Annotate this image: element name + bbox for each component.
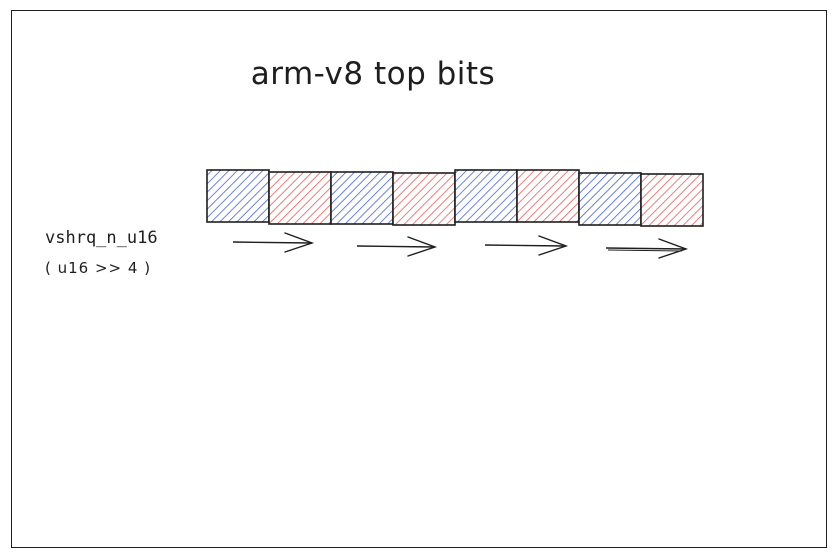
shift-arrow [605, 238, 689, 259]
arrow-head [538, 235, 569, 256]
register-cell-blue [454, 169, 518, 223]
arrow-head [658, 238, 689, 259]
arrow-shaft [605, 247, 687, 250]
arrow-head [407, 236, 438, 257]
register-cell-red [516, 169, 580, 223]
shift-arrows [232, 232, 689, 259]
diagram-title-text: arm-v8 top bits [250, 56, 496, 92]
arrow-head [284, 232, 315, 253]
register-cell-red [268, 171, 332, 225]
register-cell-red [392, 172, 456, 226]
shift-arrow [484, 235, 569, 256]
arrow-shaft-sketch [607, 249, 683, 252]
expression-label: ( u16 >> 4 ) [45, 259, 152, 277]
diagram-title: arm-v8 top bits [0, 56, 786, 92]
arrow-shaft [356, 245, 436, 248]
register-cell-blue [206, 169, 270, 223]
register-cell-blue [578, 172, 642, 226]
register-cells [206, 169, 704, 227]
arrow-shaft [484, 244, 567, 247]
arrow-shaft [232, 241, 313, 244]
register-cell-blue [330, 171, 394, 225]
shift-arrow [356, 236, 438, 257]
frame-border [11, 10, 827, 548]
shift-arrow [232, 232, 315, 253]
register-cell-red [640, 173, 704, 227]
operation-label: vshrq_n_u16 [45, 228, 158, 248]
